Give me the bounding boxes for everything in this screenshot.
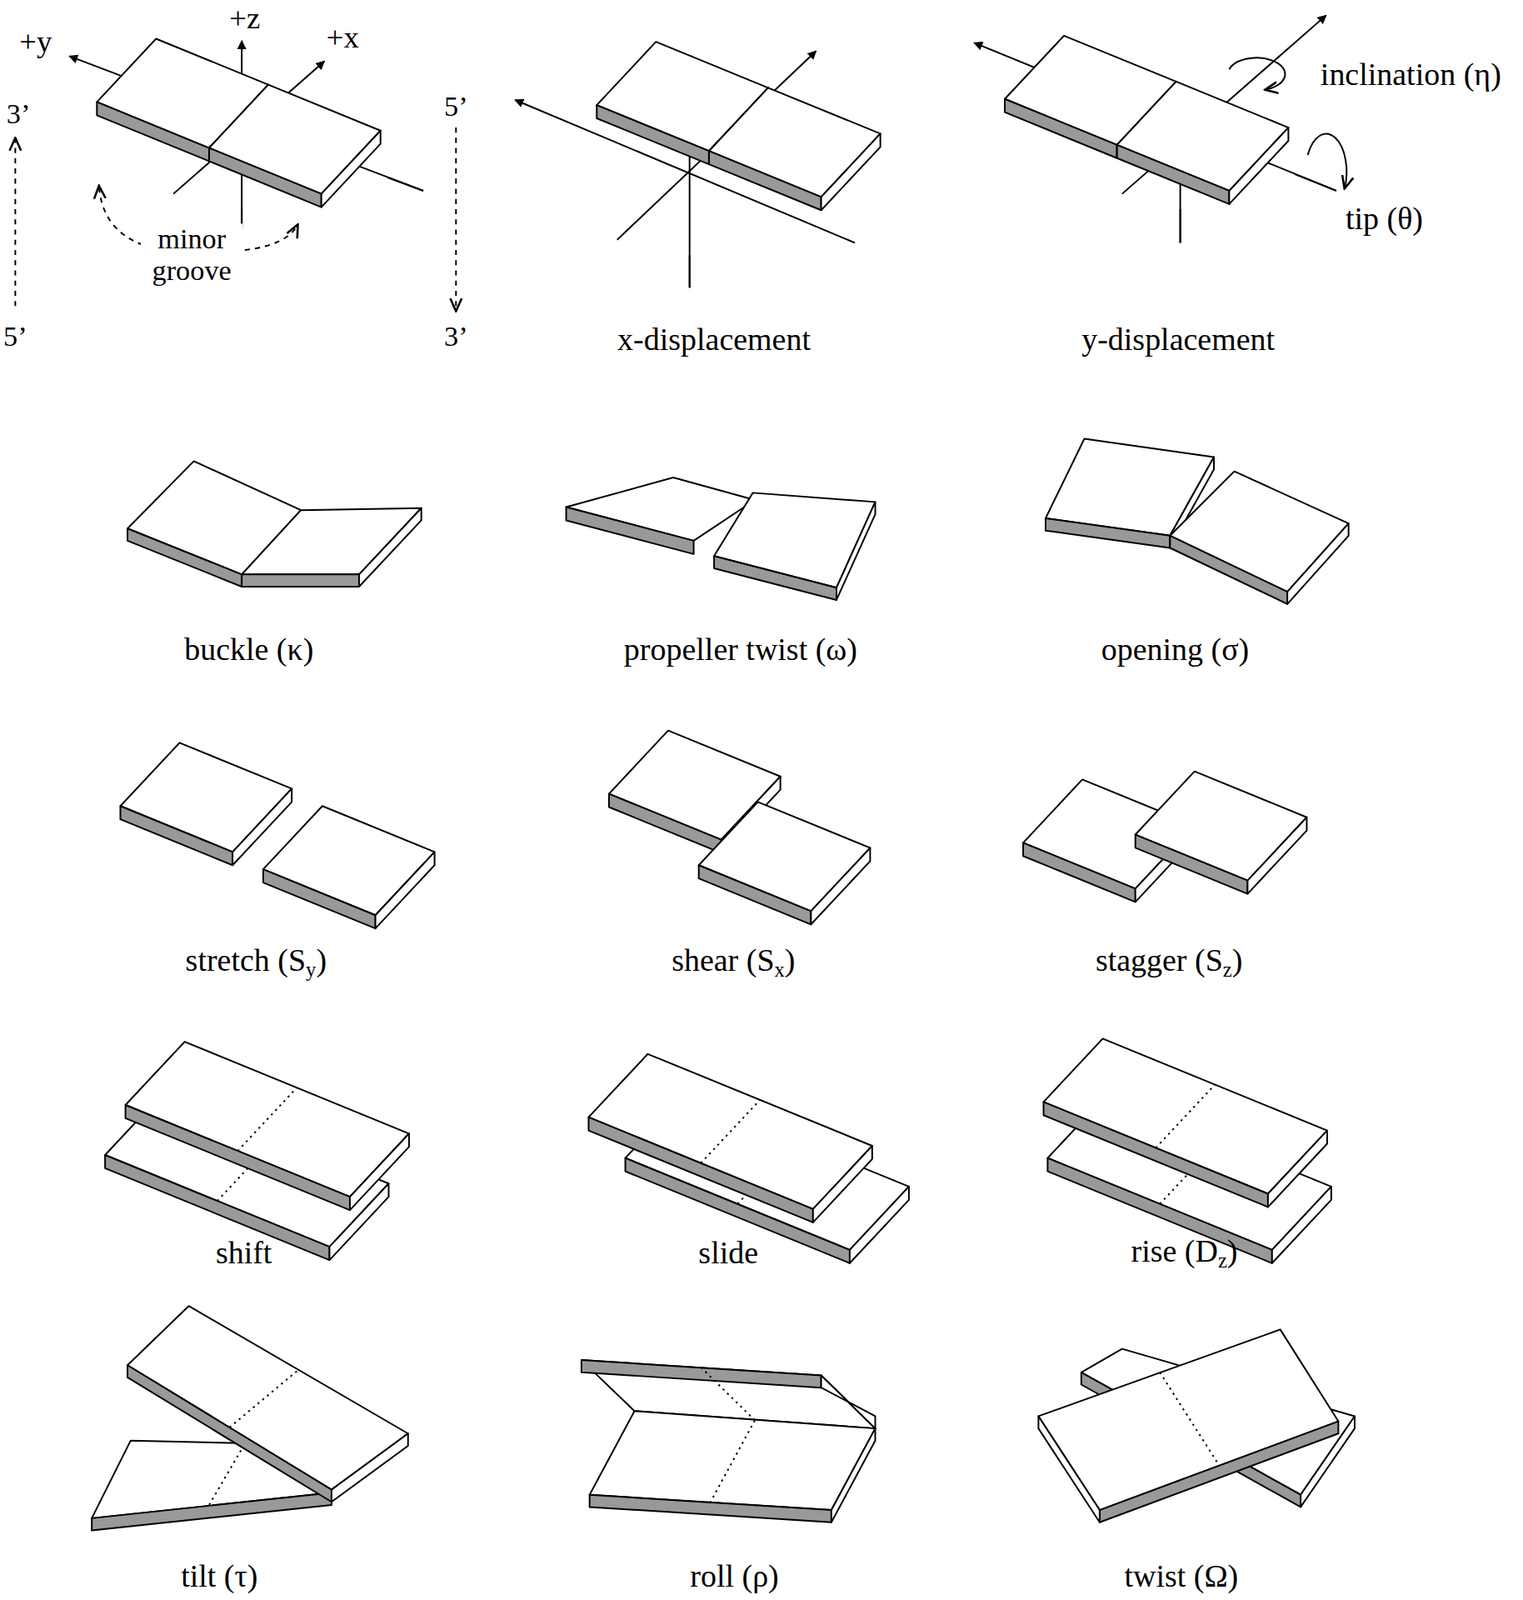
strand-end-label: 5’ xyxy=(3,320,28,353)
strand-end-label: 5’ xyxy=(444,91,469,124)
axis-label: +z xyxy=(229,0,260,35)
panel-caption: y-displacement xyxy=(1081,322,1275,358)
parameter-caption: shear (Sx) xyxy=(671,943,795,980)
rotation-label: inclination (η) xyxy=(1320,57,1502,93)
parameter-caption: tilt (τ) xyxy=(180,1558,258,1594)
axis-label: +x xyxy=(326,19,360,54)
parameter-caption: opening (σ) xyxy=(1101,632,1250,668)
rotation-label: tip (θ) xyxy=(1345,201,1424,237)
groove-label: minor groove xyxy=(140,223,243,286)
strand-end-label: 3’ xyxy=(6,98,31,130)
parameter-caption: propeller twist (ω) xyxy=(624,632,858,668)
parameter-caption: slide xyxy=(698,1235,759,1271)
panel-caption: x-displacement xyxy=(617,322,811,358)
parameter-caption: stretch (Sy) xyxy=(185,943,327,980)
parameter-caption: rise (Dz) xyxy=(1131,1233,1239,1271)
strand-end-label: 3’ xyxy=(444,320,469,353)
parameter-caption: stagger (Sz) xyxy=(1095,943,1243,980)
parameter-caption: twist (Ω) xyxy=(1123,1558,1239,1594)
axis-label: +y xyxy=(19,24,52,58)
parameter-caption: roll (ρ) xyxy=(689,1558,779,1594)
parameter-caption: shift xyxy=(215,1235,272,1271)
parameter-caption: buckle (κ) xyxy=(184,632,314,668)
